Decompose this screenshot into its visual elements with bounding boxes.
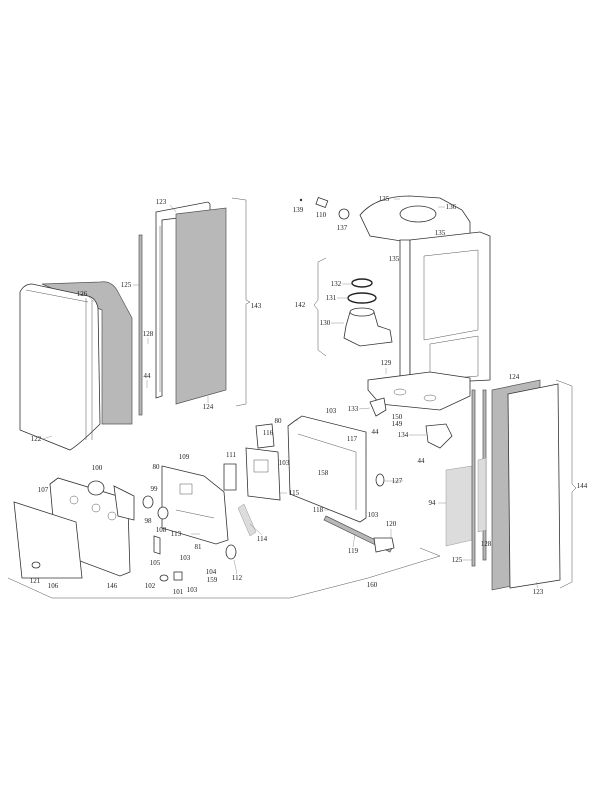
part-callout-81: 81 xyxy=(194,543,202,551)
gasket-strip-125 xyxy=(138,234,143,416)
holder-111 xyxy=(223,463,237,491)
part-callout-94: 94 xyxy=(428,499,436,507)
part-callout-144: 144 xyxy=(576,482,588,490)
flue-adapter-142 xyxy=(313,257,393,357)
part-callout-109: 109 xyxy=(178,453,190,461)
side-panel-assembly-144 xyxy=(445,379,577,591)
part-callout-44c: 44 xyxy=(417,457,425,465)
part-callout-44b: 44 xyxy=(371,428,379,436)
part-callout-113: 113 xyxy=(170,530,182,538)
part-callout-118: 118 xyxy=(312,506,324,514)
part-callout-116: 116 xyxy=(262,429,274,437)
part-callout-142: 142 xyxy=(294,301,306,309)
small-fittings-bottom xyxy=(153,535,183,582)
part-callout-137: 137 xyxy=(336,224,348,232)
part-callout-122: 122 xyxy=(30,435,42,443)
part-callout-124a: 124 xyxy=(202,403,214,411)
part-callout-158: 158 xyxy=(317,469,329,477)
part-callout-112: 112 xyxy=(231,574,243,582)
small-fittings-top xyxy=(299,196,350,220)
part-callout-139: 139 xyxy=(292,206,304,214)
bracket-133 xyxy=(369,397,387,417)
control-panel-109 xyxy=(142,465,237,560)
part-callout-135a: 135 xyxy=(378,195,390,203)
part-callout-146: 146 xyxy=(106,582,118,590)
part-callout-115: 115 xyxy=(288,489,300,497)
part-callout-117: 117 xyxy=(346,435,358,443)
part-callout-149: 149 xyxy=(391,420,403,428)
part-callout-134: 134 xyxy=(397,431,409,439)
part-callout-102: 102 xyxy=(144,582,156,590)
part-callout-135c: 135 xyxy=(388,255,400,263)
part-callout-123a: 123 xyxy=(155,198,167,206)
control-box-housing-117 xyxy=(287,415,367,523)
part-callout-121: 121 xyxy=(29,577,41,585)
boiler-chassis-frame xyxy=(359,195,491,561)
part-callout-133: 133 xyxy=(347,405,359,413)
part-callout-103a: 103 xyxy=(325,407,337,415)
flap-door-106 xyxy=(13,501,83,579)
leader-lines xyxy=(42,198,539,589)
part-callout-108: 108 xyxy=(155,526,167,534)
part-120 xyxy=(373,537,395,553)
part-callout-128b: 128 xyxy=(480,540,492,548)
part-callout-150: 150 xyxy=(391,413,403,421)
part-callout-129: 129 xyxy=(380,359,392,367)
part-callout-104: 104 xyxy=(205,568,217,576)
group-bracket-160 xyxy=(7,547,441,599)
part-callout-132: 132 xyxy=(330,280,342,288)
part-callout-107: 107 xyxy=(37,486,49,494)
part-callout-119: 119 xyxy=(347,547,359,555)
part-callout-125b: 125 xyxy=(451,556,463,564)
part-callout-127: 127 xyxy=(391,477,403,485)
part-callout-80a: 80 xyxy=(274,417,282,425)
part-callout-125a: 125 xyxy=(120,281,132,289)
part-callout-105: 105 xyxy=(149,559,161,567)
part-callout-103d: 103 xyxy=(179,554,191,562)
part-callout-124b: 124 xyxy=(508,373,520,381)
front-cover-panel-122 xyxy=(19,281,133,451)
bracket-116 xyxy=(255,423,275,449)
side-panel-assembly-143 xyxy=(155,197,251,407)
knob-127 xyxy=(375,473,385,487)
part-callout-123b: 123 xyxy=(532,588,544,596)
part-callout-103e: 103 xyxy=(186,586,198,594)
part-callout-111: 111 xyxy=(226,451,236,459)
part-callout-103b: 103 xyxy=(278,459,290,467)
part-callout-98: 98 xyxy=(144,517,152,525)
part-callout-80b: 80 xyxy=(152,463,160,471)
part-callout-136: 136 xyxy=(445,203,457,211)
pcb-115 xyxy=(245,447,281,501)
part-callout-106: 106 xyxy=(47,582,59,590)
part-callout-128a: 128 xyxy=(142,330,154,338)
part-callout-110: 110 xyxy=(315,211,327,219)
rod-114 xyxy=(237,503,257,537)
bracket-134 xyxy=(425,423,453,449)
part-callout-114: 114 xyxy=(256,535,268,543)
part-callout-101: 101 xyxy=(172,588,184,596)
part-callout-135b: 135 xyxy=(434,229,446,237)
part-callout-120: 120 xyxy=(385,520,397,528)
part-callout-126: 126 xyxy=(76,290,88,298)
part-callout-103c: 103 xyxy=(367,511,379,519)
part-callout-130: 130 xyxy=(319,319,331,327)
part-callout-160: 160 xyxy=(366,581,378,589)
part-callout-159: 159 xyxy=(206,576,218,584)
part-callout-131: 131 xyxy=(325,294,337,302)
part-callout-143: 143 xyxy=(250,302,262,310)
part-callout-99: 99 xyxy=(150,485,158,493)
part-callout-44a: 44 xyxy=(143,372,151,380)
part-callout-100: 100 xyxy=(91,464,103,472)
